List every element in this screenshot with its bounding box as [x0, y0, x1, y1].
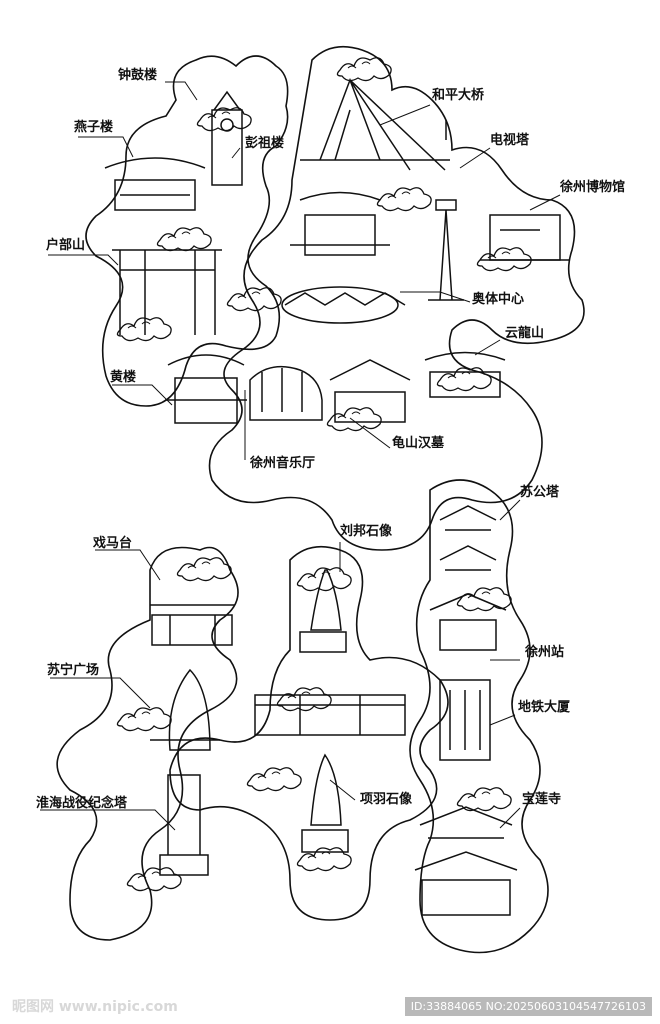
label-station: 徐州站	[525, 645, 565, 660]
label-guishan: 龟山汉墓	[392, 436, 445, 451]
label-sugongta: 苏公塔	[520, 485, 560, 500]
label-dianshita: 电视塔	[490, 133, 530, 148]
label-liubang: 刘邦石像	[340, 524, 393, 539]
label-yanzilou: 燕子楼	[74, 120, 114, 135]
label-zhonggulou: 钟鼓楼	[118, 68, 158, 83]
label-hepingdaqiao: 和平大桥	[432, 88, 485, 103]
label-hubushan: 户部山	[46, 238, 86, 253]
label-huanglou: 黄楼	[110, 370, 137, 385]
watermark-left: 昵图网 www.nipic.com	[12, 999, 178, 1015]
label-metro: 地铁大厦	[518, 700, 571, 715]
xu-character-outline	[56, 45, 585, 954]
label-museum: 徐州博物馆	[560, 180, 626, 195]
label-aoti: 奥体中心	[472, 292, 525, 307]
label-pengzulou: 彭祖楼	[245, 136, 285, 151]
watermark-right: ID:33884065 NO:20250603104547726103	[404, 997, 652, 1016]
label-yunlongshan: 云龍山	[505, 326, 545, 341]
label-suning: 苏宁广场	[47, 663, 100, 678]
buildings	[104, 77, 570, 916]
label-huaihai: 淮海战役纪念塔	[36, 796, 128, 811]
label-xiangyu: 项羽石像	[360, 792, 413, 807]
label-baolian: 宝莲寺	[522, 792, 562, 807]
leader-lines	[40, 81, 561, 831]
label-concert: 徐州音乐厅	[250, 456, 316, 471]
label-ximatai: 戏马台	[93, 536, 133, 551]
